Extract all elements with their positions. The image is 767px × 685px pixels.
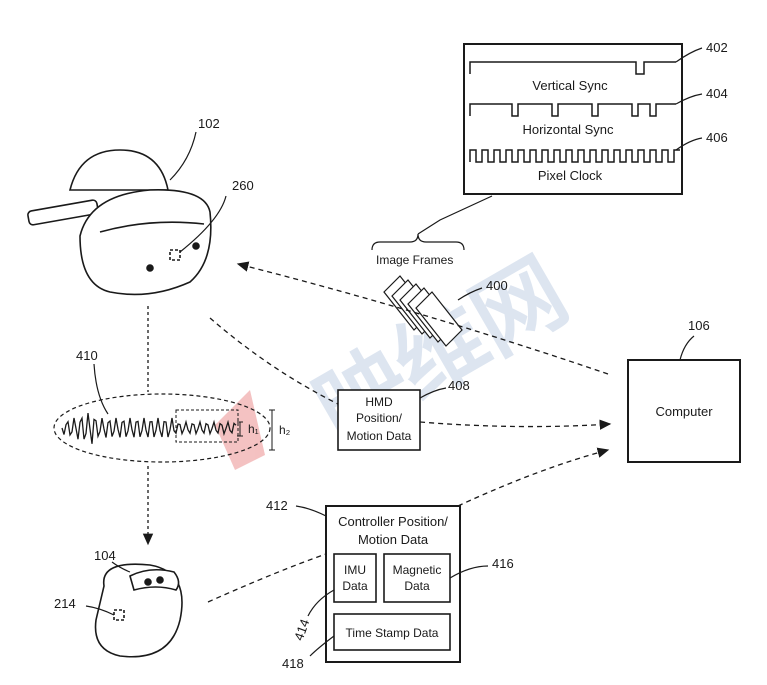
- hmd-headset: [27, 149, 212, 296]
- ref-leader-414: [307, 589, 335, 617]
- horizontal-sync-label: Horizontal Sync: [522, 122, 614, 137]
- hmd-led-1: [146, 264, 154, 272]
- pixel-clock-label: Pixel Clock: [538, 168, 603, 183]
- imu-data-line2: Data: [342, 579, 368, 593]
- controller-data-title1: Controller Position/: [338, 514, 448, 529]
- timestamp-data-box: [333, 613, 451, 651]
- signal-waveform: [61, 413, 237, 444]
- controller-device: [94, 563, 183, 658]
- computer-box: [627, 359, 741, 463]
- controller-data-to-computer-arrow: [457, 447, 610, 507]
- image-frames: Image Frames 400: [371, 195, 508, 347]
- h1-label: h₁: [248, 422, 259, 436]
- ref-402: 402: [706, 40, 728, 55]
- ref-400: 400: [486, 278, 508, 293]
- computer-block: Computer 106: [627, 318, 741, 463]
- ref-leader-408: [419, 387, 447, 399]
- imu-data-line1: IMU: [344, 563, 366, 577]
- controller-button-2: [156, 576, 164, 584]
- ref-leader-402: [675, 47, 703, 63]
- vertical-sync-waveform: [469, 61, 676, 75]
- ref-214: 214: [54, 596, 76, 611]
- ref-leader-418: [309, 635, 335, 657]
- ref-414: 414: [291, 617, 313, 643]
- controller-data-title2: Motion Data: [358, 532, 429, 547]
- hmd-data-box: [337, 389, 421, 451]
- ref-leader-400: [457, 287, 483, 301]
- ref-260: 260: [232, 178, 254, 193]
- imu-data-box: [333, 553, 377, 603]
- hmd-data-line3: Motion Data: [347, 429, 412, 443]
- ref-102: 102: [198, 116, 220, 131]
- ref-418: 418: [282, 656, 304, 671]
- ref-leader-404: [675, 93, 703, 105]
- headset-band: [68, 149, 169, 191]
- timing-diagram: Vertical Sync Horizontal Sync Pixel Cloc…: [463, 40, 728, 195]
- hmd-data-line1: HMD: [365, 395, 393, 409]
- magnetic-data-line1: Magnetic: [393, 563, 442, 577]
- image-frames-label: Image Frames: [376, 253, 453, 267]
- h2-marker: [269, 409, 275, 451]
- headset-body: [79, 189, 212, 296]
- ref-408: 408: [448, 378, 470, 393]
- controller-data-block: Controller Position/ Motion Data IMU Dat…: [266, 498, 514, 671]
- ref-leader-104: [111, 561, 131, 573]
- h1-marker: [237, 421, 243, 437]
- magnetic-data-line2: Data: [404, 579, 430, 593]
- ref-416: 416: [492, 556, 514, 571]
- controller-button-1: [144, 578, 152, 586]
- vertical-sync-label: Vertical Sync: [532, 78, 608, 93]
- ref-leader-412: [295, 505, 327, 517]
- ref-412: 412: [266, 498, 288, 513]
- signal-plot: h₁ h₂ 410: [53, 348, 291, 463]
- controller-top: [129, 568, 180, 591]
- hmd-sensor: [169, 249, 181, 261]
- ref-leader-102: [169, 131, 197, 181]
- data-flows: [207, 261, 612, 603]
- ref-leader-410: [93, 363, 109, 415]
- ref-410: 410: [76, 348, 98, 363]
- hmd-data-to-computer-arrow: [419, 419, 612, 430]
- hmd-to-data-line: [209, 317, 339, 405]
- ref-404: 404: [706, 86, 728, 101]
- ref-104: 104: [94, 548, 116, 563]
- hmd-led-2: [192, 242, 200, 250]
- frame-stack: [383, 275, 463, 347]
- image-frames-leader: [417, 195, 493, 235]
- hmd-data-line2: Position/: [356, 411, 403, 425]
- ref-leader-214: [85, 605, 115, 616]
- timestamp-data-label: Time Stamp Data: [346, 626, 439, 640]
- ref-leader-260: [179, 195, 227, 253]
- pixel-clock-waveform: [469, 149, 680, 163]
- headset-visor-line: [99, 221, 205, 233]
- signal-ellipse: [53, 393, 271, 463]
- image-frames-brace: [371, 233, 465, 251]
- ref-leader-416: [449, 565, 489, 579]
- controller-to-data-line: [207, 553, 327, 603]
- signal-window: [175, 409, 239, 443]
- ref-406: 406: [706, 130, 728, 145]
- ref-106: 106: [688, 318, 710, 333]
- headset-strap: [27, 199, 99, 226]
- horizontal-sync-waveform: [469, 103, 676, 117]
- magnetic-data-box: [383, 553, 451, 603]
- hmd-data-block: HMD Position/ Motion Data 408: [337, 378, 470, 451]
- computer-to-hmd-arrow: [236, 261, 609, 375]
- timing-box: [463, 43, 683, 195]
- ref-leader-106: [679, 335, 695, 361]
- computer-label: Computer: [655, 404, 713, 419]
- h2-label: h₂: [279, 423, 291, 437]
- controller-sensor: [113, 609, 125, 621]
- ref-leader-406: [675, 137, 703, 151]
